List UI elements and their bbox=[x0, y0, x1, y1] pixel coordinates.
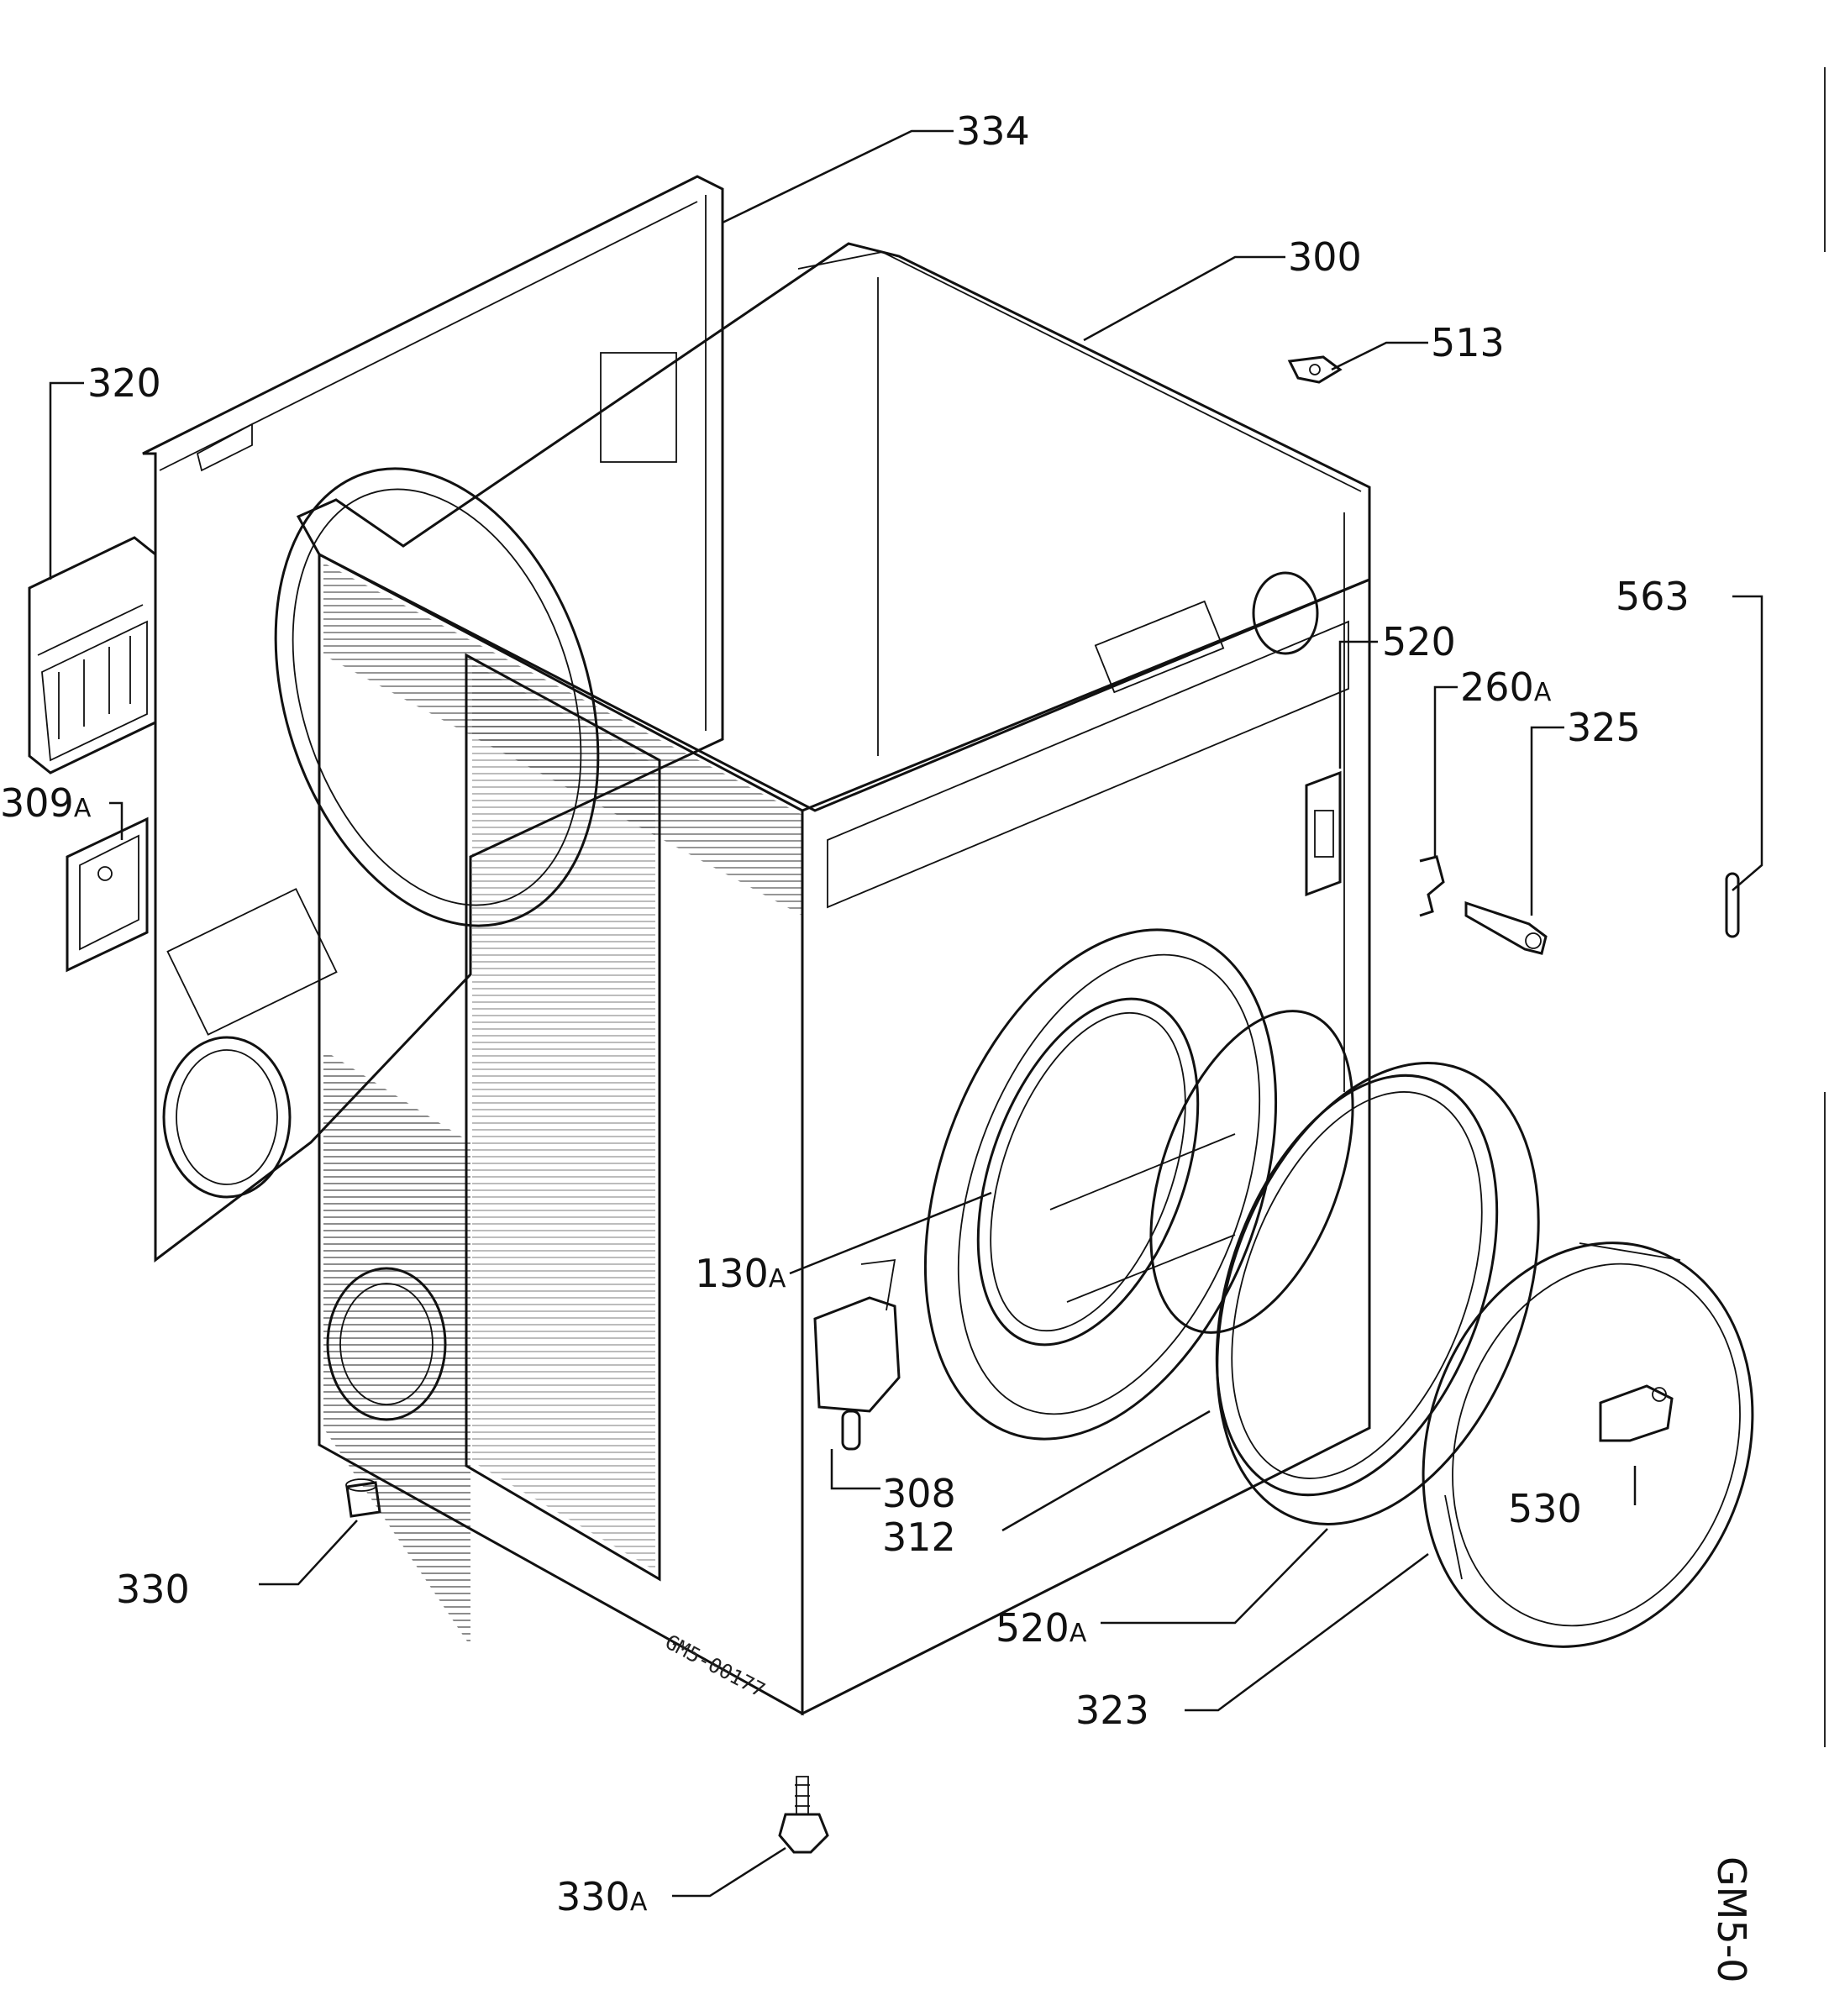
door-seal-130a bbox=[976, 997, 1354, 1347]
callout-309a-suffix: A bbox=[74, 794, 92, 823]
callout-260a: 260A bbox=[1460, 664, 1552, 710]
callout-260a-suffix: A bbox=[1534, 678, 1552, 707]
seal-ring-520a bbox=[1215, 1062, 1540, 1525]
callout-320: 320 bbox=[87, 360, 161, 406]
door-interlock-308 bbox=[813, 1258, 901, 1451]
pin-563 bbox=[1725, 872, 1740, 938]
callout-520a-num: 520 bbox=[996, 1605, 1070, 1651]
callout-309a: 309A bbox=[0, 780, 92, 826]
lock-plate-520 bbox=[1305, 770, 1342, 897]
callout-563: 563 bbox=[1616, 574, 1690, 619]
door-frame-323 bbox=[1422, 1242, 1754, 1648]
clip-513 bbox=[1287, 355, 1343, 384]
callout-520: 520 bbox=[1382, 619, 1456, 664]
callout-334: 334 bbox=[956, 108, 1030, 154]
adjustable-foot-330a bbox=[778, 1776, 829, 1854]
edge-drawing-code: GM5-0 bbox=[1709, 1856, 1754, 1982]
callout-520a: 520A bbox=[996, 1605, 1087, 1651]
callout-330a-num: 330 bbox=[556, 1874, 630, 1919]
callout-530: 530 bbox=[1508, 1486, 1582, 1531]
service-panel-320 bbox=[28, 536, 157, 774]
callout-130a-num: 130 bbox=[695, 1251, 769, 1296]
bracket-309a bbox=[66, 816, 149, 973]
callout-330a: 330A bbox=[556, 1874, 648, 1919]
callout-300: 300 bbox=[1288, 234, 1362, 280]
callout-323: 323 bbox=[1075, 1688, 1149, 1733]
leader-lines bbox=[49, 129, 1763, 1898]
callout-325: 325 bbox=[1567, 705, 1641, 750]
callout-309a-num: 309 bbox=[0, 780, 74, 826]
cabinet-drawing-code: GM5-00177 bbox=[661, 1630, 769, 1703]
cabinet-body-300 bbox=[296, 242, 1371, 1716]
hinge-lever-325 bbox=[1464, 900, 1548, 955]
spring-260a bbox=[1419, 855, 1445, 917]
callout-260a-num: 260 bbox=[1460, 664, 1534, 710]
callout-513: 513 bbox=[1431, 320, 1505, 365]
callout-130a: 130A bbox=[695, 1251, 786, 1296]
callout-130a-suffix: A bbox=[769, 1264, 786, 1294]
callout-312: 312 bbox=[882, 1515, 956, 1560]
callout-330: 330 bbox=[116, 1567, 190, 1612]
foot-330 bbox=[345, 1478, 381, 1518]
door-catch-530 bbox=[1599, 1384, 1674, 1442]
callout-330a-suffix: A bbox=[630, 1887, 648, 1917]
callout-308: 308 bbox=[882, 1471, 956, 1516]
callout-520a-suffix: A bbox=[1070, 1619, 1087, 1648]
